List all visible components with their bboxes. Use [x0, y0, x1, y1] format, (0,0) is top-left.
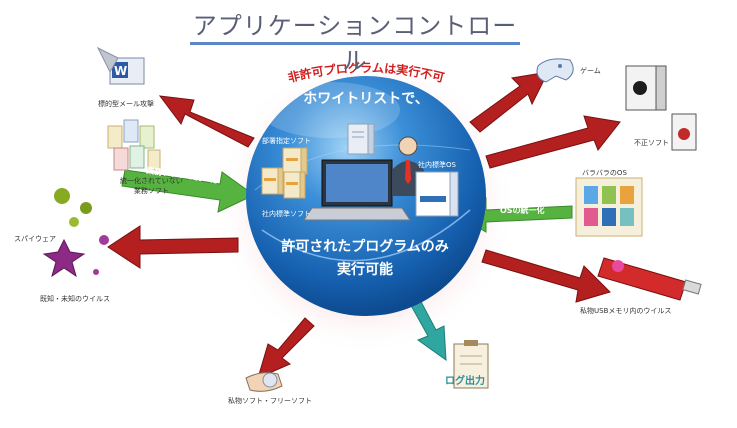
unmanaged-software-label: 統一化されていない 業務ソフト	[120, 176, 183, 196]
main-message-line1: 許可されたプログラムのみ	[281, 239, 449, 255]
title-underline	[190, 42, 520, 45]
illegal-software-label: 不正ソフト	[634, 139, 669, 147]
clipboard-icon	[453, 340, 489, 389]
internal-software-boxes	[261, 167, 306, 199]
illegal-software-icon	[625, 65, 697, 151]
swoosh-line	[261, 209, 471, 262]
game-label: ゲーム	[580, 67, 601, 75]
arrow-targeted-mail	[158, 95, 255, 148]
spyware-label: スパイウェア	[14, 235, 56, 243]
targeted-mail-label: 標的型メール攻撃	[98, 100, 154, 108]
software-boxes-icon	[107, 119, 161, 171]
virus-icon	[42, 235, 109, 278]
dept-software-label: 部署指定ソフト	[262, 137, 311, 145]
os-unify-label: OSの統一化	[500, 206, 545, 215]
svg-text:W: W	[114, 64, 127, 78]
unmanaged-software-line2: 業務ソフト	[133, 187, 169, 195]
dept-software-box	[282, 147, 308, 175]
server-icon	[347, 123, 375, 155]
virus-label: 既知・未知のウイルス	[40, 295, 110, 303]
usb-stick-icon	[597, 257, 702, 301]
blocked-arrows	[107, 71, 621, 379]
laptop-icon	[303, 159, 411, 221]
arrow-game	[469, 71, 549, 133]
arrow-business-unify	[121, 169, 255, 213]
internal-os-label: 社内標準OS	[418, 161, 456, 169]
private-software-icon	[245, 372, 283, 392]
log-output-label: ログ出力	[445, 376, 485, 387]
whitelist-label: ホワイトリストで、	[303, 91, 429, 107]
arrow-private-software	[257, 317, 315, 379]
arrow-usb-virus	[481, 249, 611, 303]
main-message-line2: 実行可能	[337, 262, 393, 278]
word-document-icon: W	[96, 46, 145, 85]
mixed-os-label: バラバラのOS	[582, 169, 627, 177]
usb-virus-label: 私物USBメモリ内のウイルス	[580, 307, 672, 315]
unmanaged-software-line1: 統一化されていない	[120, 177, 183, 185]
mixed-os-icon	[575, 177, 643, 237]
arrow-illegal-software	[485, 115, 621, 169]
internal-os-box	[415, 171, 459, 217]
private-software-label: 私物ソフト・フリーソフト	[228, 397, 312, 405]
page-title: アプリケーションコントロール	[192, 12, 518, 75]
internal-software-label: 社内標準ソフト	[262, 210, 311, 218]
arrow-spyware	[107, 225, 239, 269]
game-controller-icon	[536, 58, 574, 83]
spyware-icon	[54, 188, 92, 227]
